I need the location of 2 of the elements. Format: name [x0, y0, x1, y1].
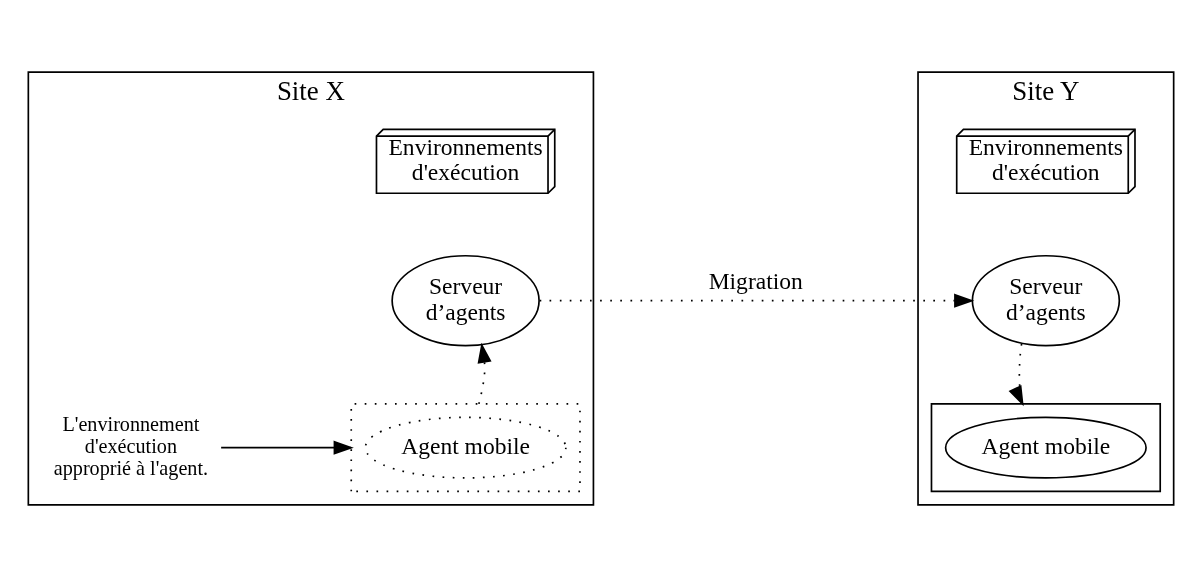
- node-text: L'environnement d'exécution approprié à l'agent.: [53, 412, 209, 479]
- edge-label: Migration: [708, 268, 803, 295]
